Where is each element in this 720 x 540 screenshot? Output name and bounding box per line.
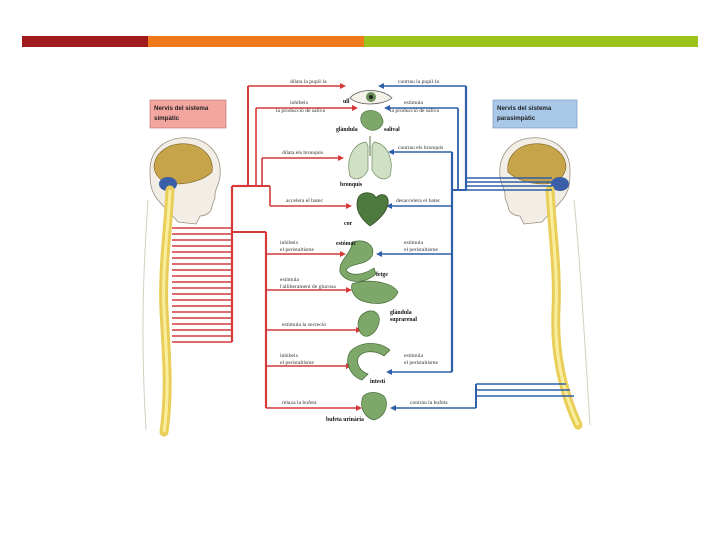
- top-bar-green-segment: [364, 36, 698, 47]
- organ-label-stomach: estómac: [336, 241, 356, 247]
- parasympathetic-header-line2: parasimpàtic: [497, 115, 536, 122]
- organ-label-adrenal1: glàndula: [390, 310, 412, 316]
- sympathetic-header-box: Nervis del sistema simpàtic: [149, 99, 227, 129]
- intestine-organ: [347, 343, 391, 381]
- para-effect-intestine-1: estimula: [404, 353, 423, 359]
- top-color-bar: [22, 36, 698, 47]
- parasympathetic-header-line1: Nervis del sistema: [497, 105, 552, 112]
- organ-label-liver: fetge: [376, 272, 388, 278]
- top-bar-orange-segment: [148, 36, 364, 47]
- sympathetic-header-line1: Nervis del sistema: [154, 105, 209, 112]
- organ-labels: ull glàndula salival bronquis cor estóma…: [326, 99, 417, 423]
- liver-organ: [351, 280, 399, 304]
- eye-organ: [349, 90, 393, 105]
- sympathetic-header-line2: simpàtic: [154, 115, 180, 122]
- sym-effect-pupil: dilata la pupil·la: [290, 79, 327, 85]
- left-human-figure: [142, 137, 221, 437]
- adrenal-gland-organ: [357, 310, 380, 337]
- salivary-gland-organ: [360, 110, 384, 131]
- sym-effect-saliva-1: inhibeix: [290, 100, 309, 106]
- organ-label-adrenal2: suprarenal: [390, 317, 417, 323]
- left-spinal-cord-core: [162, 189, 172, 433]
- right-back-outline: [573, 199, 591, 426]
- para-effect-saliva-2: la producció de saliva: [390, 108, 439, 114]
- sympathetic-nerves: [172, 83, 362, 411]
- parasympathetic-nerves: [376, 83, 574, 411]
- top-bar-red-segment: [22, 36, 148, 47]
- organ-label-bladder: bufeta urinària: [326, 417, 364, 423]
- para-effect-saliva-1: estimula: [404, 100, 423, 106]
- sym-effect-peristalsis-1: inhibeix: [280, 240, 299, 246]
- organ-label-heart: cor: [344, 221, 352, 227]
- para-effect-peristalsis-2: el peristaltisme: [404, 247, 439, 253]
- organ-label-eye: ull: [343, 99, 350, 105]
- bladder-organ: [361, 392, 387, 421]
- para-effect-heartbeat: desaccelera el batec: [396, 198, 441, 204]
- para-effect-peristalsis-1: estimula: [404, 240, 423, 246]
- right-spinal-cord-core: [548, 189, 580, 426]
- sym-effect-intestine-2: el peristaltisme: [280, 360, 315, 366]
- right-brainstem-blue: [551, 177, 569, 191]
- sym-effect-bronchi: dilata els bronquis: [282, 150, 323, 156]
- organ-label-gland: glàndula: [336, 127, 358, 133]
- sym-effect-intestine-1: inhibeix: [280, 353, 299, 359]
- organ-label-bronchi: bronquis: [340, 182, 363, 188]
- para-effect-bronchi: contrau els bronquis: [398, 145, 443, 151]
- sym-effect-saliva-2: la producció de saliva: [276, 108, 325, 114]
- para-effect-bladder: contrau la bufeta: [410, 399, 448, 406]
- heart-organ: [356, 192, 389, 227]
- parasympathetic-header-box: Nervis del sistema parasimpàtic: [492, 99, 578, 129]
- para-effect-intestine-2: el peristaltisme: [404, 360, 439, 366]
- sym-effect-heartbeat: accelera el batec: [286, 198, 323, 204]
- right-human-figure: [499, 137, 591, 430]
- sympathetic-effect-labels: dilata la pupil·la inhibeix la producció…: [276, 79, 336, 406]
- organ-illustrations: [339, 90, 399, 421]
- organ-label-salival: salival: [384, 127, 400, 133]
- left-back-outline: [142, 199, 149, 431]
- parasympathetic-effect-labels: contrau la pupil·la estimula la producci…: [390, 79, 448, 406]
- sym-effect-bladder: relaxa la bufeta: [282, 399, 317, 406]
- para-effect-pupil: contrau la pupil·la: [398, 79, 440, 85]
- sym-effect-glucose-2: l'alliberament de glucosa: [280, 284, 336, 290]
- lungs-organ: [348, 136, 392, 180]
- sym-effect-glucose-1: estimula: [280, 277, 299, 283]
- organ-label-intestine: intestí: [370, 379, 386, 385]
- sym-effect-peristalsis-2: el peristaltisme: [280, 247, 315, 253]
- sym-effect-secretion: estimula la secreció: [282, 322, 326, 328]
- stomach-organ: [339, 240, 377, 282]
